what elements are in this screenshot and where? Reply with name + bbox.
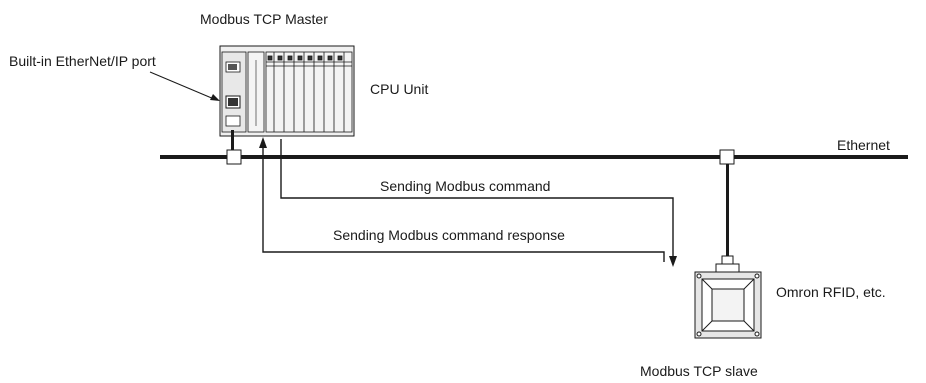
command-label: Sending Modbus command	[380, 178, 550, 194]
plc-cpu-unit	[219, 45, 355, 137]
port-label: Built-in EtherNet/IP port	[9, 53, 156, 69]
response-path	[262, 146, 665, 262]
io-modules	[265, 51, 353, 133]
command-arrowhead	[669, 256, 677, 267]
cpu-label: CPU Unit	[370, 81, 428, 97]
ethernet-label: Ethernet	[837, 137, 890, 153]
ethernet-line	[160, 155, 908, 159]
master-title: Modbus TCP Master	[200, 11, 328, 27]
rfid-device	[694, 271, 762, 339]
rfid-label: Omron RFID, etc.	[776, 284, 886, 300]
response-arrowhead	[259, 137, 267, 148]
plc-drop-cable	[231, 130, 234, 150]
plc-tap-box	[226, 149, 242, 165]
port-pointer	[149, 71, 215, 100]
slave-drop-cable	[726, 164, 729, 256]
slave-tap-box	[719, 149, 735, 165]
slave-title: Modbus TCP slave	[640, 363, 758, 379]
command-path	[280, 139, 674, 258]
response-label: Sending Modbus command response	[333, 227, 565, 243]
port-pointer-arrowhead	[210, 94, 220, 101]
